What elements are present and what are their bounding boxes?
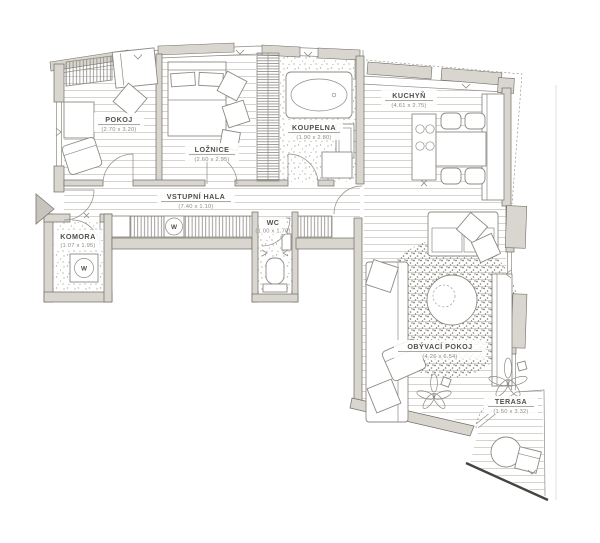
dims-obyvaci-pokoj: (4.26 x 6.54) <box>422 354 457 360</box>
koupelna-door <box>287 153 319 185</box>
dims-loznice: (2.60 x 2.95) <box>194 157 229 163</box>
pokoj-furniture <box>61 47 159 175</box>
pier-right-a <box>504 205 528 249</box>
living-furniture <box>365 211 513 423</box>
sofa-pillow-b <box>470 232 502 264</box>
hall-cabinet <box>111 215 131 238</box>
wall-living-left <box>353 217 363 407</box>
label-koupelna: KOUPELNA <box>292 123 336 132</box>
label-kuchyn: KUCHYŇ <box>392 91 425 100</box>
kuchyn-furniture <box>411 93 505 201</box>
dims-wc: (1.00 x 1.70) <box>255 229 290 235</box>
dims-terasa: (1.50 x 3.32) <box>493 409 528 415</box>
label-komora: KOMORA <box>60 232 95 241</box>
wall-komora-top-a <box>43 213 71 223</box>
wall-wc-right <box>291 211 299 303</box>
terrace-railing <box>465 461 549 502</box>
balcony-slab-a <box>366 61 433 80</box>
toilet-tank <box>262 283 288 293</box>
wall-wc-left <box>251 211 259 303</box>
hall-closet-c <box>297 215 333 238</box>
desk-pokoj <box>63 101 95 139</box>
pokoj-door <box>102 153 134 185</box>
room-labels: POKOJ (2.70 x 3.20) LOŽNICE (2.60 x 2.95… <box>55 89 538 415</box>
wall-left-upper <box>53 63 65 103</box>
label-obyvaci-pokoj: OBÝVACÍ POKOJ <box>407 342 472 351</box>
living-door <box>333 185 363 215</box>
coffee-table <box>426 274 478 326</box>
bathtub <box>285 71 353 119</box>
terrace-furniture <box>475 395 542 474</box>
wall-under-closet-right <box>295 237 357 250</box>
wall-wc-bottom <box>251 293 299 303</box>
dims-kuchyn: (4.61 x 2.75) <box>391 103 426 109</box>
plant-icon-a <box>416 373 452 409</box>
wall-top-loznice <box>157 42 235 56</box>
dims-koupelna: (1.90 x 2.80) <box>296 135 331 141</box>
label-pokoj: POKOJ <box>105 115 132 124</box>
sink-wc <box>281 233 292 251</box>
terrace-chair <box>514 446 542 474</box>
armchair-pokoj <box>61 137 103 175</box>
hall-closet-b <box>183 215 253 238</box>
wardrobe-pokoj <box>65 55 113 87</box>
tv-bench <box>491 273 513 387</box>
wall-hall-top-b <box>132 179 206 187</box>
dining-table <box>435 131 487 167</box>
entry-arrow-icon <box>35 193 55 225</box>
wall-under-closets <box>111 237 253 250</box>
wall-komora-bottom <box>43 291 113 303</box>
dimension-marks <box>55 49 537 475</box>
loznice-furniture <box>167 61 251 151</box>
washer-letter: W <box>81 266 88 273</box>
pillow-right <box>198 71 224 88</box>
komora-fixtures: W <box>69 253 99 283</box>
chair-3 <box>440 167 462 185</box>
label-loznice: LOŽNICE <box>195 145 230 154</box>
washer-icon-hall <box>165 217 183 236</box>
wall-top-koupelna-b <box>317 47 361 61</box>
label-wc: WC <box>267 218 280 227</box>
corner-sofa-cushion-a <box>365 259 399 293</box>
chair-1 <box>440 112 462 130</box>
dims-komora: (1.07 x 1.95) <box>60 243 95 249</box>
label-terasa: TERASA <box>495 397 527 406</box>
wall-hall-top-a <box>63 179 104 187</box>
dims-hala: (7.40 x 1.10) <box>178 204 213 210</box>
bed-pokoj <box>111 47 159 89</box>
chair-4 <box>464 167 486 185</box>
cushion-b <box>221 99 251 129</box>
washer-letter-hall: W <box>171 224 178 231</box>
wall-komora-right <box>103 213 113 303</box>
label-hala: VSTUPNÍ HALA <box>167 192 226 201</box>
cushion-a <box>216 70 248 102</box>
entry-door <box>63 189 95 221</box>
washer-icon <box>74 258 94 278</box>
corner-sofa-cushion-b <box>366 378 402 414</box>
wall-komora-left <box>43 213 54 303</box>
closets <box>65 52 333 238</box>
sofa-pillow-a <box>455 211 489 245</box>
chair-2 <box>464 112 486 130</box>
dims-pokoj: (2.70 x 3.20) <box>101 127 136 133</box>
wall-hall-top-d <box>317 179 335 187</box>
chair-pokoj <box>112 82 148 118</box>
pier-right-b <box>510 293 528 349</box>
toilet <box>265 257 285 285</box>
koupelna-furniture <box>285 71 355 179</box>
pillow-left <box>170 71 196 88</box>
wall-left-mid <box>53 165 65 193</box>
bath-cabinet <box>321 151 353 179</box>
hall-closet-a <box>129 215 165 238</box>
wall-koupelna-kuchyn <box>355 55 365 185</box>
wc-fixtures <box>262 233 292 293</box>
